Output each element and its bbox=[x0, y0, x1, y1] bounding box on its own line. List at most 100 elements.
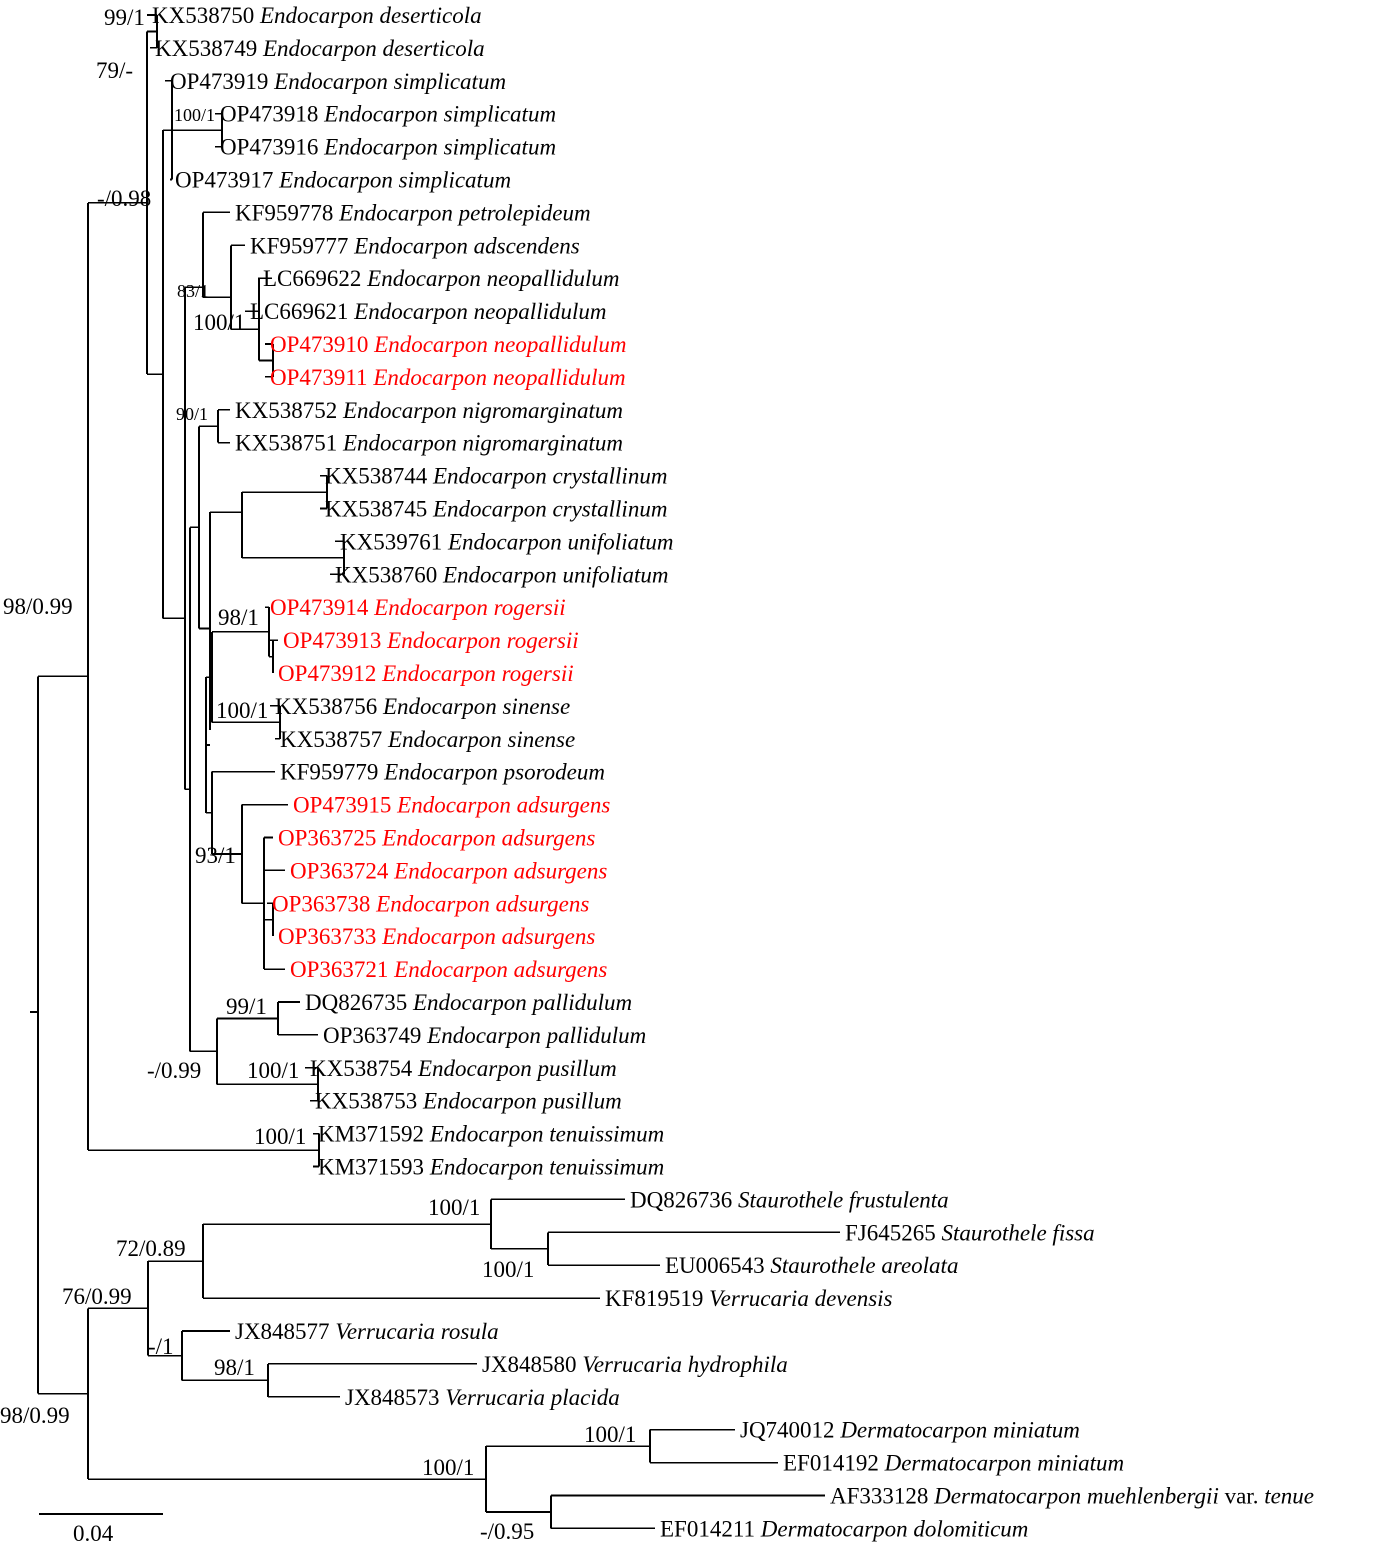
support-value: 99/1 bbox=[226, 994, 267, 1019]
species-name: Endocarpon sinense bbox=[382, 694, 570, 719]
species-name: Endocarpon tenuissimum bbox=[429, 1155, 664, 1180]
accession-number: KM371592 bbox=[318, 1122, 430, 1147]
species-name: Endocarpon simplicatum bbox=[273, 69, 506, 94]
tip-label: OP473919 Endocarpon simplicatum bbox=[170, 69, 506, 94]
species-name: Endocarpon neopallidulum bbox=[372, 365, 625, 390]
species-name: Endocarpon petrolepideum bbox=[338, 200, 590, 225]
support-value: 98/0.99 bbox=[0, 1403, 70, 1428]
species-name: Endocarpon deserticola bbox=[262, 36, 485, 61]
tip-label: OP363724 Endocarpon adsurgens bbox=[290, 858, 607, 883]
tip-label: EF014192 Dermatocarpon miniatum bbox=[783, 1451, 1124, 1476]
species-name: Endocarpon adsurgens bbox=[393, 957, 607, 982]
tip-label: KM371592 Endocarpon tenuissimum bbox=[318, 1122, 664, 1147]
support-value: 100/1 bbox=[482, 1257, 534, 1282]
species-name: Endocarpon adsurgens bbox=[375, 891, 589, 916]
support-value: 100/1 bbox=[174, 105, 215, 125]
tip-label: OP473910 Endocarpon neopallidulum bbox=[270, 332, 627, 357]
species-name: Endocarpon adsurgens bbox=[381, 924, 595, 949]
accession-number: DQ826736 bbox=[630, 1187, 738, 1212]
tip-label: LC669622 Endocarpon neopallidulum bbox=[263, 266, 619, 291]
tip-label: KX538744 Endocarpon crystallinum bbox=[325, 464, 667, 489]
tip-label: OP473912 Endocarpon rogersii bbox=[278, 661, 574, 686]
accession-number: JX848580 bbox=[482, 1352, 582, 1377]
support-value: 100/1 bbox=[193, 310, 245, 335]
tip-label: KM371593 Endocarpon tenuissimum bbox=[318, 1155, 664, 1180]
rank-marker: var. bbox=[1219, 1484, 1264, 1509]
species-name: Dermatocarpon miniatum bbox=[839, 1418, 1080, 1443]
species-name: Endocarpon unifoliatum bbox=[447, 529, 674, 554]
tip-label: OP473918 Endocarpon simplicatum bbox=[220, 102, 556, 127]
accession-number: OP473919 bbox=[170, 69, 274, 94]
tip-label: OP473916 Endocarpon simplicatum bbox=[220, 135, 556, 160]
accession-number: KF959778 bbox=[235, 200, 339, 225]
species-name: Dermatocarpon dolomiticum bbox=[760, 1516, 1029, 1541]
accession-number: OP473915 bbox=[293, 793, 397, 818]
tip-label: KF819519 Verrucaria devensis bbox=[605, 1286, 893, 1311]
species-name: Verrucaria rosula bbox=[335, 1319, 498, 1344]
tip-label: KF959777 Endocarpon adscendens bbox=[250, 233, 580, 258]
tip-label: KX538750 Endocarpon deserticola bbox=[152, 3, 482, 28]
support-value: -/0.95 bbox=[480, 1519, 534, 1544]
support-value: 76/0.99 bbox=[62, 1284, 132, 1309]
species-name: Endocarpon rogersii bbox=[373, 595, 565, 620]
accession-number: KX538745 bbox=[325, 497, 433, 522]
support-value: 100/1 bbox=[216, 698, 268, 723]
support-value: -/1 bbox=[148, 1334, 174, 1359]
species-name: Verrucaria hydrophila bbox=[582, 1352, 788, 1377]
tip-labels: KX538750 Endocarpon deserticolaKX538749 … bbox=[152, 3, 1314, 1541]
support-value: 83/1 bbox=[177, 281, 209, 301]
accession-number: OP363724 bbox=[290, 858, 394, 883]
species-name: Endocarpon pusillum bbox=[422, 1089, 622, 1114]
species-name: Endocarpon rogersii bbox=[386, 628, 578, 653]
species-name: Endocarpon rogersii bbox=[381, 661, 573, 686]
accession-number: KX538752 bbox=[235, 398, 343, 423]
accession-number: JX848577 bbox=[235, 1319, 335, 1344]
tip-label: OP363749 Endocarpon pallidulum bbox=[323, 1023, 646, 1048]
species-name: Endocarpon sinense bbox=[387, 727, 575, 752]
support-value: -/0.98 bbox=[97, 186, 151, 211]
accession-number: OP363749 bbox=[323, 1023, 427, 1048]
support-value: -/0.99 bbox=[147, 1058, 201, 1083]
support-value: 100/1 bbox=[254, 1124, 306, 1149]
tip-label: OP363733 Endocarpon adsurgens bbox=[278, 924, 595, 949]
support-value: 99/1 bbox=[104, 5, 145, 30]
species-name: Dermatocarpon miniatum bbox=[884, 1451, 1125, 1476]
accession-number: KX538753 bbox=[315, 1089, 423, 1114]
tip-label: OP473913 Endocarpon rogersii bbox=[283, 628, 579, 653]
accession-number: OP473912 bbox=[278, 661, 382, 686]
species-name: Endocarpon simplicatum bbox=[323, 135, 556, 160]
species-name: Endocarpon deserticola bbox=[259, 3, 482, 28]
support-value: 98/1 bbox=[214, 1355, 255, 1380]
accession-number: OP363721 bbox=[290, 957, 394, 982]
support-value: 100/1 bbox=[422, 1455, 474, 1480]
accession-number: KX538760 bbox=[335, 562, 443, 587]
accession-number: KX538757 bbox=[280, 727, 388, 752]
species-name: Endocarpon adscendens bbox=[353, 233, 580, 258]
species-name: Endocarpon adsurgens bbox=[396, 793, 610, 818]
tip-label: KX538753 Endocarpon pusillum bbox=[315, 1089, 622, 1114]
species-name: Endocarpon pallidulum bbox=[426, 1023, 646, 1048]
species-name: Endocarpon nigromarginatum bbox=[342, 431, 623, 456]
accession-number: OP473911 bbox=[270, 365, 373, 390]
species-name: Endocarpon neopallidulum bbox=[373, 332, 626, 357]
accession-number: EU006543 bbox=[665, 1253, 770, 1278]
tip-label: KX539761 Endocarpon unifoliatum bbox=[340, 529, 674, 554]
accession-number: KX538750 bbox=[152, 3, 260, 28]
species-name: Endocarpon simplicatum bbox=[323, 102, 556, 127]
tip-label: KX538756 Endocarpon sinense bbox=[275, 694, 570, 719]
accession-number: OP473918 bbox=[220, 102, 324, 127]
accession-number: JQ740012 bbox=[740, 1418, 840, 1443]
tip-label: JX848580 Verrucaria hydrophila bbox=[482, 1352, 788, 1377]
accession-number: KX539761 bbox=[340, 529, 448, 554]
tip-label: JX848573 Verrucaria placida bbox=[345, 1385, 620, 1410]
accession-number: OP473917 bbox=[175, 168, 279, 193]
species-name: Endocarpon neopallidulum bbox=[366, 266, 619, 291]
accession-number: KF819519 bbox=[605, 1286, 709, 1311]
tip-label: KX538749 Endocarpon deserticola bbox=[155, 36, 485, 61]
accession-number: KM371593 bbox=[318, 1155, 430, 1180]
species-name: Endocarpon pusillum bbox=[417, 1056, 617, 1081]
support-value: 98/1 bbox=[218, 605, 259, 630]
accession-number: OP473913 bbox=[283, 628, 387, 653]
accession-number: KX538744 bbox=[325, 464, 433, 489]
support-value: 79/- bbox=[96, 58, 133, 83]
